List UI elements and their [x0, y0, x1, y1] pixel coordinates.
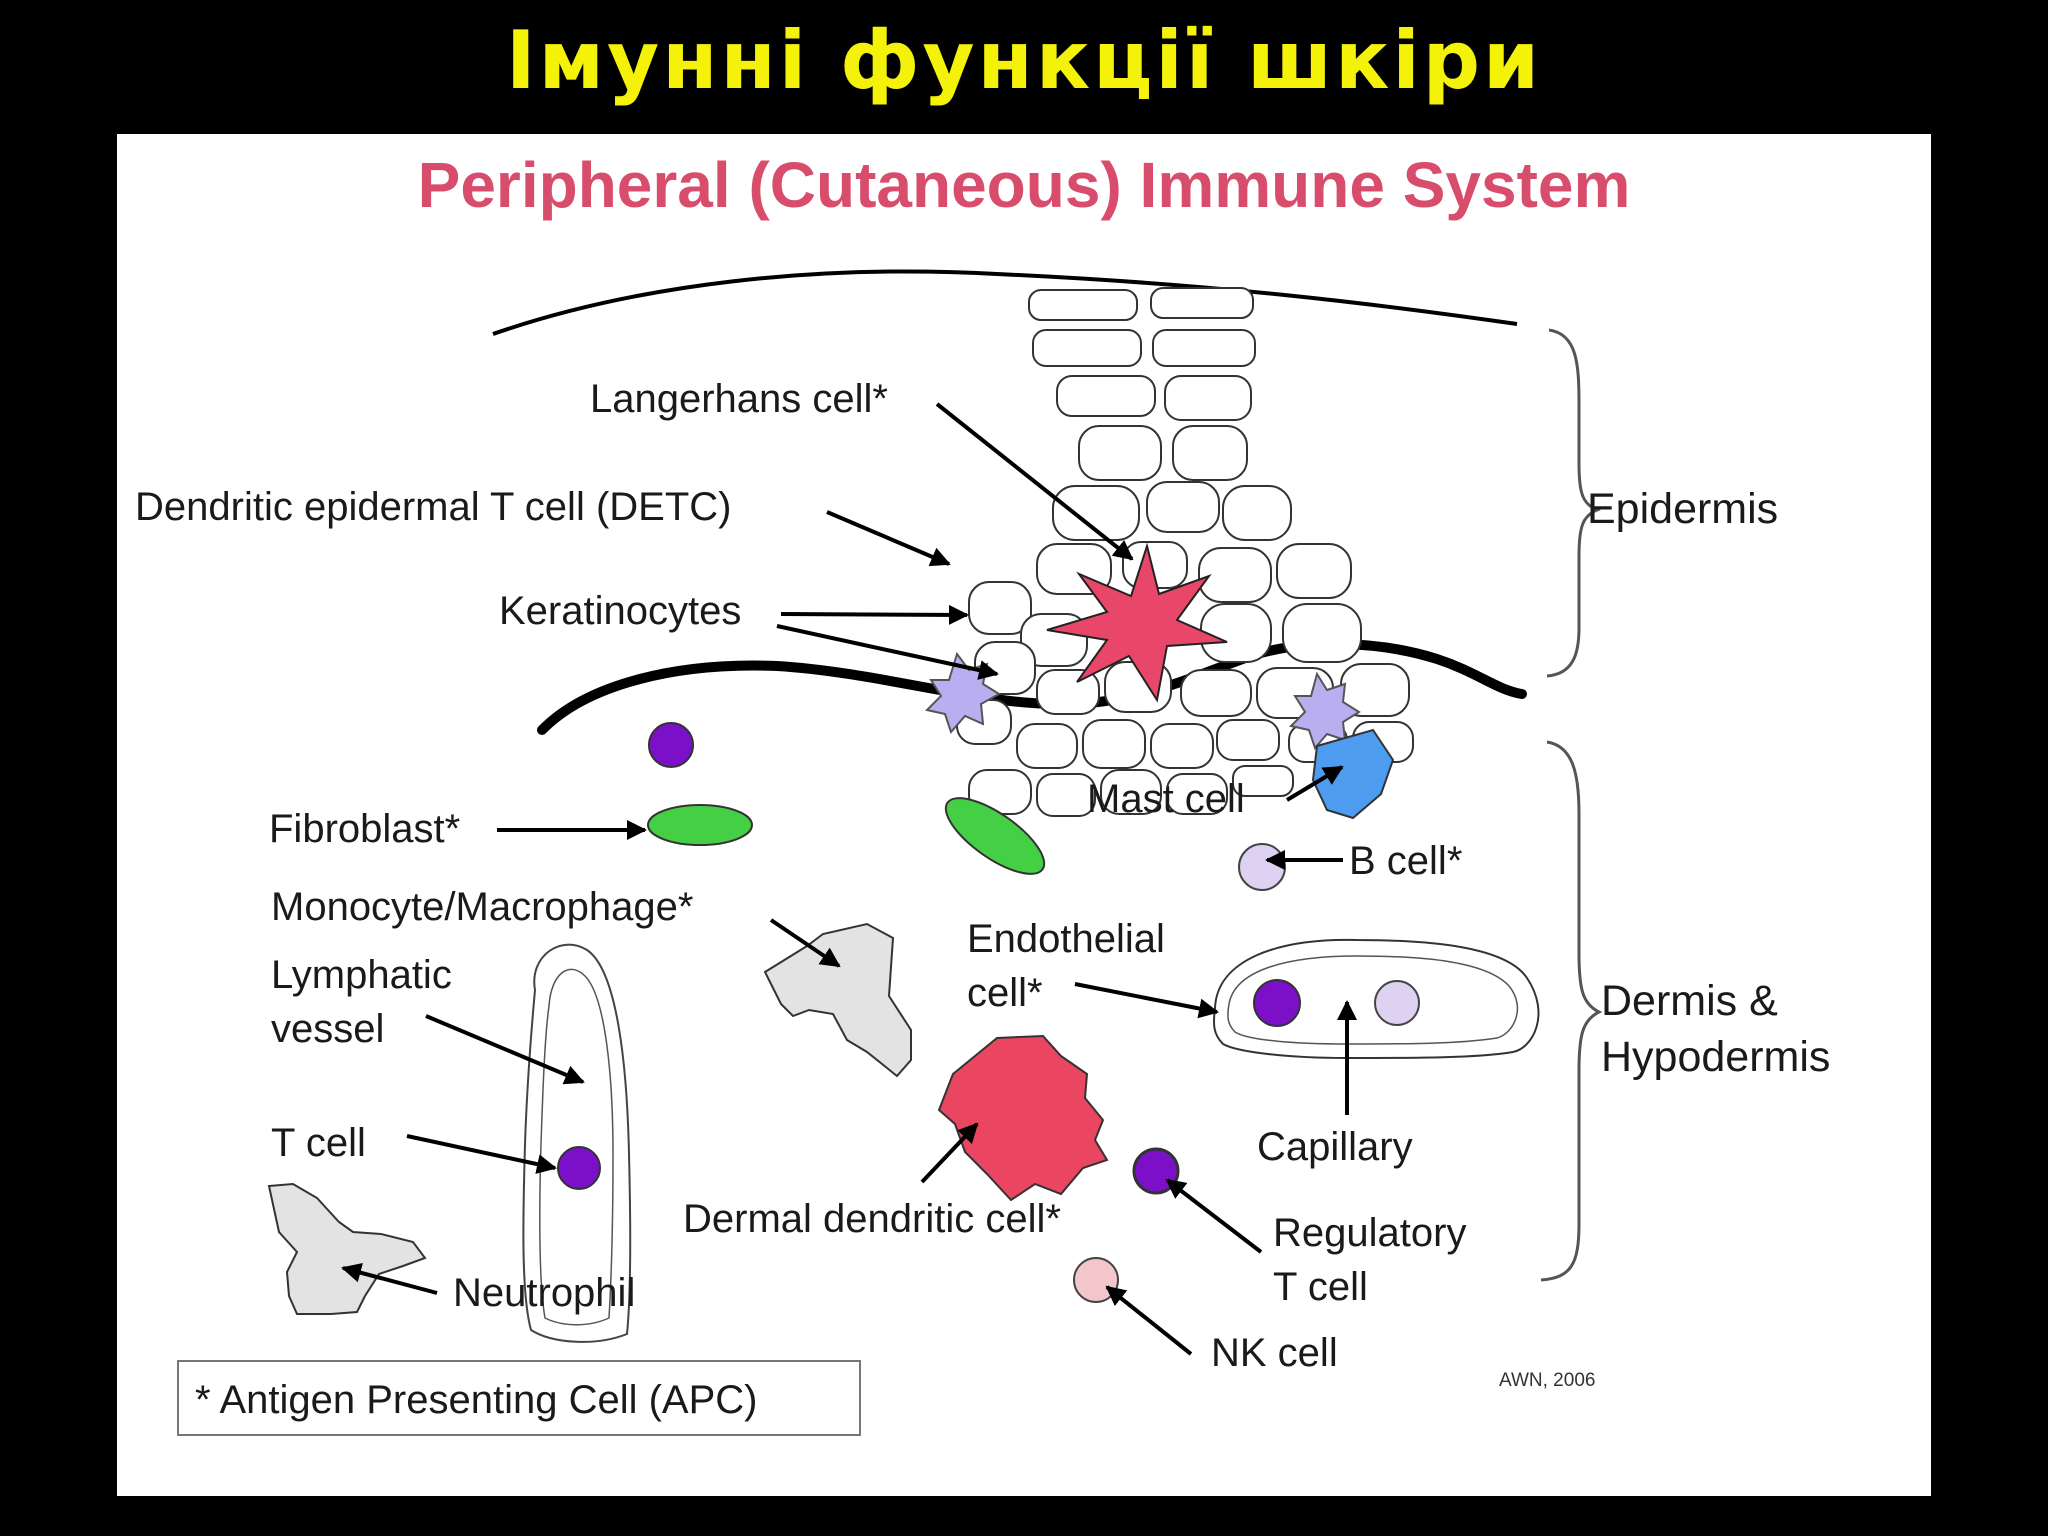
label-keratinocytes: Keratinocytes: [499, 589, 742, 633]
label-b-cell: B cell*: [1349, 839, 1463, 883]
capillary-inner: [1227, 955, 1519, 1045]
diagram-title: Peripheral (Cutaneous) Immune System: [417, 149, 1631, 221]
nk-cell: [1073, 1257, 1119, 1303]
t-cell: [557, 1146, 601, 1190]
label-detc: Dendritic epidermal T cell (DETC): [135, 485, 732, 529]
capillary-bcell: [1374, 980, 1420, 1026]
dermis-brace: [1540, 740, 1603, 1282]
label-fibroblast: Fibroblast*: [269, 807, 461, 851]
lymphatic-vessel-inner: [539, 968, 614, 1326]
mast-cell: [1311, 728, 1395, 820]
diagram-panel: Peripheral (Cutaneous) Immune System Lan…: [117, 134, 1931, 1496]
macrophage-cell: [763, 922, 912, 1078]
keratinocyte-column: [956, 287, 1414, 817]
label-endothelial-1: Endothelial: [967, 917, 1165, 961]
region-epidermis: Epidermis: [1587, 485, 1779, 533]
region-dermis-2: Hypodermis: [1601, 1033, 1831, 1081]
credit: AWN, 2006: [1499, 1370, 1596, 1391]
detc-cell-right: [1289, 671, 1361, 750]
label-langerhans: Langerhans cell*: [590, 377, 888, 421]
annotation-arrows: [341, 402, 1357, 1356]
label-neutrophil: Neutrophil: [453, 1271, 636, 1315]
label-monocyte: Monocyte/Macrophage*: [271, 885, 694, 929]
label-t-cell: T cell: [271, 1121, 366, 1165]
label-regulatory-2: T cell: [1273, 1265, 1368, 1309]
label-endothelial-2: cell*: [967, 971, 1043, 1015]
label-lymphatic-2: vessel: [271, 1007, 385, 1051]
label-capillary: Capillary: [1257, 1125, 1413, 1169]
epidermis-brace: [1546, 328, 1601, 678]
diagram-drawing: [267, 269, 1603, 1356]
skin-surface-line: [492, 269, 1518, 336]
label-lymphatic-1: Lymphatic: [271, 953, 452, 997]
regulatory-t-cell: [1132, 1147, 1180, 1195]
fibroblast-cell-2: [944, 797, 1046, 875]
purple-cell-top: [648, 722, 694, 768]
dermal-dendritic-cell: [937, 1034, 1109, 1202]
slide-title: Імунні функції шкіри: [505, 14, 1543, 107]
label-regulatory-1: Regulatory: [1273, 1211, 1467, 1255]
fibroblast-cell: [647, 804, 753, 846]
label-nk-cell: NK cell: [1211, 1331, 1338, 1375]
lymphatic-vessel-outer: [522, 943, 632, 1343]
region-dermis-1: Dermis &: [1601, 977, 1778, 1025]
langerhans-cell: [1046, 542, 1228, 703]
label-dermal-dendritic: Dermal dendritic cell*: [683, 1197, 1061, 1241]
neutrophil-cell: [267, 1182, 427, 1315]
b-cell: [1238, 843, 1286, 891]
capillary-purple-cell: [1253, 979, 1301, 1027]
apc-footnote: * Antigen Presenting Cell (APC): [177, 1360, 861, 1436]
label-mast-cell: Mast cell: [1087, 777, 1245, 821]
